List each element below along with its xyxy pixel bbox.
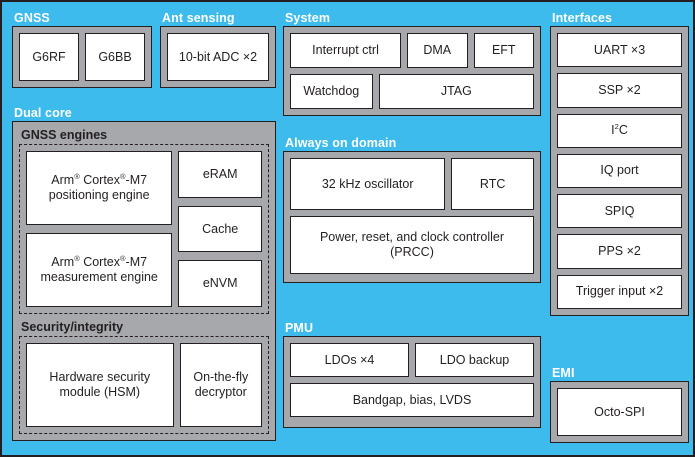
block-pps: PPS ×2 [557,234,682,269]
engine1-sup1: ® [74,253,80,263]
hsm-line1: Hardware security [49,370,151,384]
block-measurement-engine: Arm® Cortex®-M7 measurement engine [26,233,173,307]
block-ldo-backup: LDO backup [415,343,534,377]
hsm-line2: module (HSM) [59,385,141,399]
system-row-2: Watchdog JTAG [290,74,534,109]
engine0-post: -M7 [125,173,148,187]
dashed-region-gnss-engines: Arm® Cortex®-M7 positioning engine Arm® … [19,144,269,314]
i2c-post: C [618,123,628,138]
prcc-line1: Power, reset, and clock controller [319,230,505,244]
pmu-row-1: LDOs ×4 LDO backup [290,343,534,377]
system-row-1: Interrupt ctrl DMA EFT [290,33,534,68]
group-title-ant-sensing: Ant sensing [162,11,235,25]
prcc-line2: (PRCC) [390,245,434,259]
engine0-sup1: ® [74,171,80,181]
engine0-sup2: ® [120,171,126,181]
group-title-always-on-domain: Always on domain [285,136,397,150]
block-g6rf: G6RF [19,33,79,81]
block-watchdog: Watchdog [290,74,373,109]
i2c-pre: I [611,123,615,138]
subpanel-title-gnss-engines: GNSS engines [21,128,108,142]
engine0-pre: Arm [51,173,75,187]
block-i2c: I2C [557,113,682,148]
engine1-sup2: ® [120,253,126,263]
otf-line2: decryptor [194,385,247,399]
group-dual-core: Dual core GNSS engines Arm® Cortex®-M7 p… [12,105,276,445]
subpanel-gnss-engines: GNSS engines Arm® Cortex®-M7 positioning… [19,128,269,314]
block-uart: UART ×3 [557,33,682,68]
block-iq-port: IQ port [557,153,682,189]
subpanel-title-security-integrity: Security/integrity [21,320,124,334]
engine1-line2: measurement engine [40,270,158,284]
block-rtc: RTC [451,158,534,210]
dashed-region-security-integrity: Hardware security module (HSM) On-the-fl… [19,336,269,434]
group-pmu: PMU LDOs ×4 LDO backup Bandgap, bias, LV… [283,320,541,428]
block-cache: Cache [178,205,262,253]
group-emi: EMI Octo-SPI [550,365,689,443]
block-dma: DMA [407,33,468,68]
panel-emi: Octo-SPI [550,381,689,443]
group-title-emi: EMI [552,366,575,380]
block-octo-spi: Octo-SPI [557,388,682,436]
panel-pmu: LDOs ×4 LDO backup Bandgap, bias, LVDS [283,336,541,428]
block-trigger-input: Trigger input ×2 [557,274,682,309]
block-positioning-engine: Arm® Cortex®-M7 positioning engine [26,151,173,225]
group-ant-sensing: Ant sensing 10-bit ADC ×2 [160,10,276,88]
engine0-mid: Cortex [79,173,121,187]
i2c-sup: 2 [614,122,619,132]
block-eram: eRAM [178,151,262,198]
block-jtag: JTAG [378,74,534,109]
panel-gnss: G6RF G6BB [12,26,152,88]
group-title-system: System [285,11,331,25]
block-on-the-fly-decryptor: On-the-fly decryptor [179,343,262,427]
panel-always-on-domain: 32 kHz oscillator RTC Power, reset, and … [283,151,541,283]
panel-system: Interrupt ctrl DMA EFT Watchdog JTAG [283,26,541,116]
engine0-line2: positioning engine [48,188,150,202]
group-always-on-domain: Always on domain 32 kHz oscillator RTC P… [283,135,541,283]
block-adc: 10-bit ADC ×2 [167,33,269,81]
block-ldos: LDOs ×4 [290,343,409,377]
block-interrupt-ctrl: Interrupt ctrl [290,33,401,68]
always-on-row-2: Power, reset, and clock controller (PRCC… [290,216,534,274]
engine1-post: -M7 [125,255,148,269]
group-title-gnss: GNSS [14,11,50,25]
block-32khz-oscillator: 32 kHz oscillator [290,158,446,210]
block-hsm: Hardware security module (HSM) [26,343,174,427]
engine1-mid: Cortex [79,255,121,269]
otf-line1: On-the-fly [193,370,249,384]
subpanel-security-integrity: Security/integrity Hardware security mod… [19,320,269,434]
block-g6bb: G6BB [85,33,145,81]
block-bandgap-bias-lvds: Bandgap, bias, LVDS [290,383,534,417]
block-spiq: SPIQ [557,194,682,229]
panel-interfaces: UART ×3 SSP ×2 I2C IQ port SPIQ PPS ×2 T… [550,26,689,316]
block-eft: EFT [473,33,534,68]
panel-ant-sensing: 10-bit ADC ×2 [160,26,276,88]
group-title-dual-core: Dual core [14,106,72,120]
pmu-row-2: Bandgap, bias, LVDS [290,383,534,417]
block-envm: eNVM [178,260,262,308]
block-prcc: Power, reset, and clock controller (PRCC… [290,216,534,274]
group-title-interfaces: Interfaces [552,11,613,25]
group-system: System Interrupt ctrl DMA EFT Watchdog J… [283,10,541,116]
engine1-pre: Arm [51,255,75,269]
group-interfaces: Interfaces UART ×3 SSP ×2 I2C IQ port SP… [550,10,689,316]
group-title-pmu: PMU [285,321,314,335]
always-on-row-1: 32 kHz oscillator RTC [290,158,534,210]
panel-dual-core: GNSS engines Arm® Cortex®-M7 positioning… [12,121,276,441]
group-gnss: GNSS G6RF G6BB [12,10,152,88]
block-ssp: SSP ×2 [557,73,682,108]
